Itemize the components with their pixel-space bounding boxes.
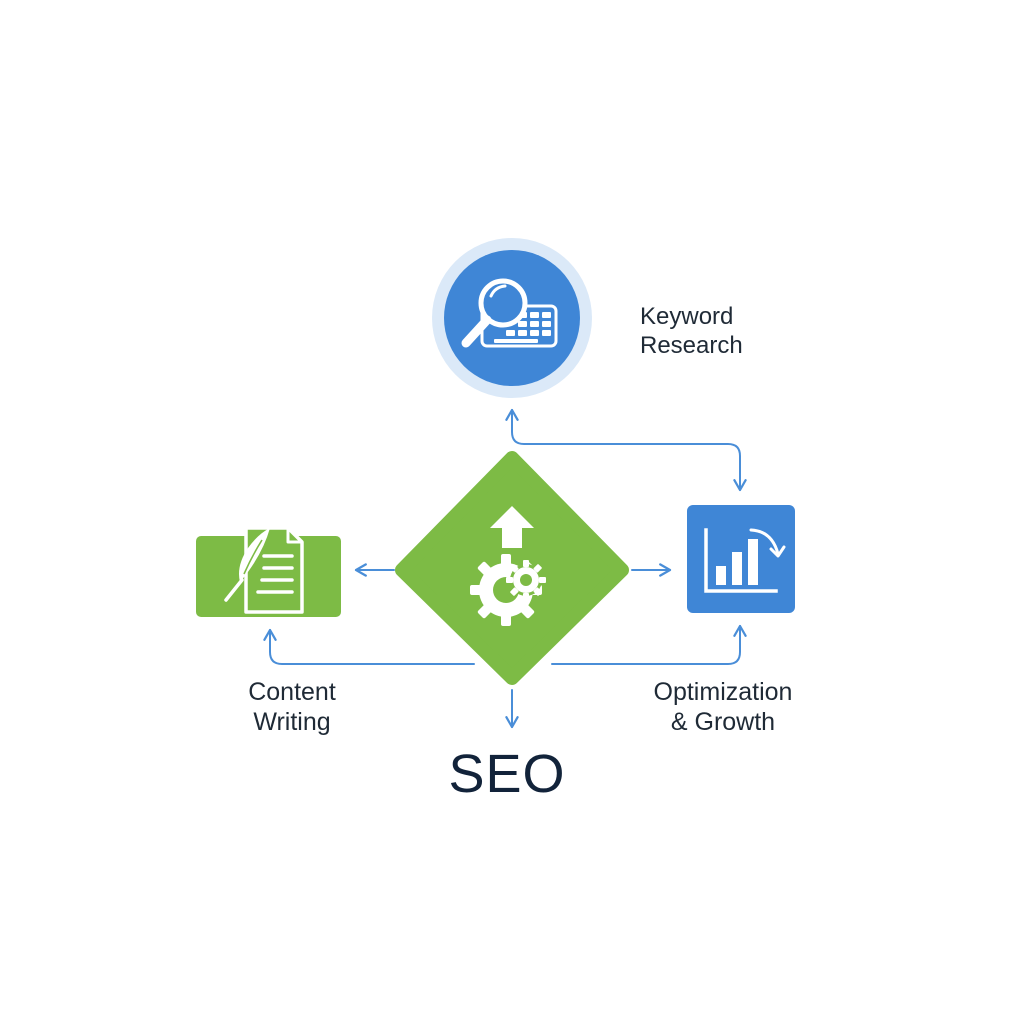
- optimization-growth-node: [687, 505, 795, 613]
- keyword-research-label-line1: Keyword: [640, 303, 734, 330]
- connectors: [263, 408, 747, 729]
- optimization-growth-label-line2: & Growth: [670, 708, 776, 736]
- document-quill-icon: [224, 526, 304, 614]
- optimization-growth-label: Optimization & Growth: [628, 677, 818, 737]
- content-writing-node: [196, 526, 341, 617]
- keyword-research-node: [432, 238, 592, 398]
- optimization-growth-label-line1: Optimization: [653, 678, 793, 706]
- arrow-optimization-return: [551, 624, 747, 665]
- seo-title: SEO: [448, 744, 566, 804]
- bar-chart-growth-icon: [704, 528, 786, 593]
- arrow-content-return: [263, 628, 475, 665]
- gear-up-arrow-icon: [470, 506, 546, 626]
- magnifier-keyboard-icon: [461, 278, 558, 348]
- seo-center-node: [395, 451, 629, 685]
- content-writing-label-line2: Writing: [253, 708, 331, 736]
- arrow-keyword-loop: [505, 408, 747, 492]
- keyword-research-label-line2: Research: [640, 331, 743, 359]
- content-writing-label-line1: Content: [248, 678, 336, 706]
- keyword-research-label: Keyword Research: [640, 303, 743, 361]
- content-writing-label: Content Writing: [222, 677, 362, 737]
